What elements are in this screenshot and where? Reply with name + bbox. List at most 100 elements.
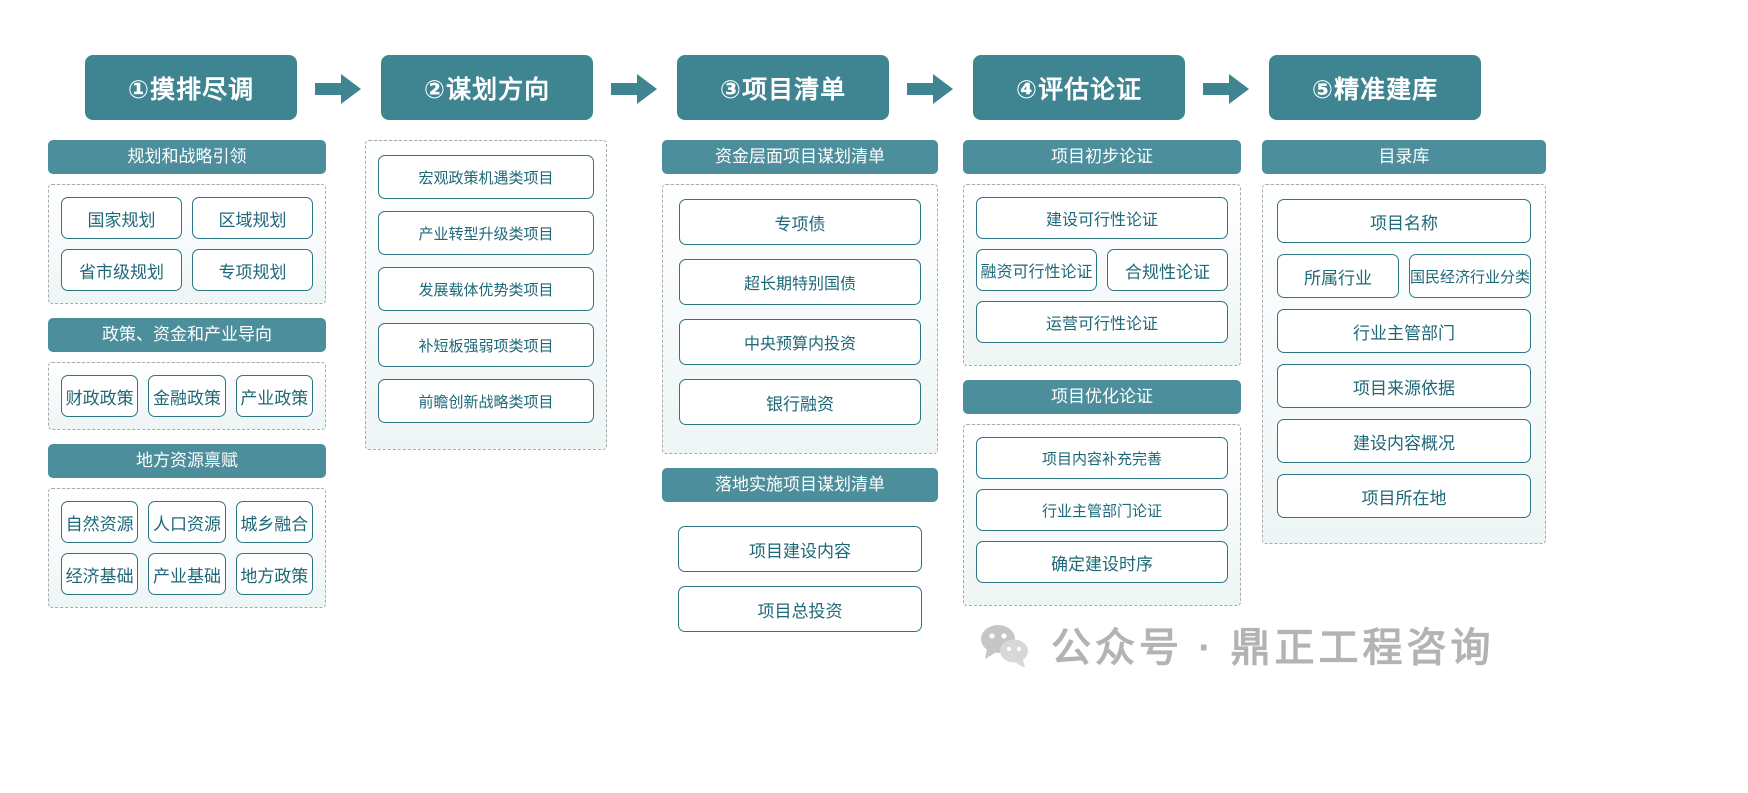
group-1-3: 地方资源禀赋自然资源人口资源城乡融合经济基础产业基础地方政策 <box>48 444 326 608</box>
item-box[interactable]: 确定建设时序 <box>976 541 1228 583</box>
group-body: 自然资源人口资源城乡融合经济基础产业基础地方政策 <box>48 488 326 608</box>
item-row: 运营可行性论证 <box>976 301 1228 343</box>
item-row: 项目名称 <box>1277 199 1531 243</box>
stage-header-5[interactable]: ⑤精准建库 <box>1269 55 1481 120</box>
item-box[interactable]: 省市级规划 <box>61 249 182 291</box>
item-box[interactable]: 项目内容补充完善 <box>976 437 1228 479</box>
group-body: 国家规划区域规划省市级规划专项规划 <box>48 184 326 304</box>
item-box[interactable]: 发展载体优势类项目 <box>378 267 594 311</box>
item-row: 产业转型升级类项目 <box>378 211 594 255</box>
group-4-2: 项目优化论证项目内容补充完善行业主管部门论证确定建设时序 <box>963 380 1241 606</box>
item-box[interactable]: 项目建设内容 <box>678 526 922 572</box>
group-body: 专项债超长期特别国债中央预算内投资银行融资 <box>662 184 938 454</box>
item-box[interactable]: 宏观政策机遇类项目 <box>378 155 594 199</box>
item-box[interactable]: 国民经济行业分类 <box>1408 254 1531 298</box>
stage-header-3[interactable]: ③项目清单 <box>677 55 889 120</box>
wechat-icon <box>975 615 1033 673</box>
item-row: 行业主管部门论证 <box>976 489 1228 531</box>
item-box[interactable]: 项目所在地 <box>1277 474 1531 518</box>
item-box[interactable]: 人口资源 <box>148 501 226 543</box>
item-box[interactable]: 所属行业 <box>1277 254 1399 298</box>
group-title[interactable]: 规划和战略引领 <box>48 140 326 174</box>
item-box[interactable]: 合规性论证 <box>1107 249 1228 291</box>
item-box[interactable]: 专项债 <box>679 199 921 245</box>
item-box[interactable]: 金融政策 <box>148 375 226 417</box>
item-row: 中央预算内投资 <box>679 319 921 365</box>
group-title[interactable]: 地方资源禀赋 <box>48 444 326 478</box>
item-row: 建设内容概况 <box>1277 419 1531 463</box>
item-box[interactable]: 建设内容概况 <box>1277 419 1531 463</box>
arrow-right-icon-1 <box>315 74 361 104</box>
item-box[interactable]: 项目来源依据 <box>1277 364 1531 408</box>
group-title[interactable]: 政策、资金和产业导向 <box>48 318 326 352</box>
group-3-2: 落地实施项目谋划清单项目建设内容项目总投资 <box>662 468 938 660</box>
group-4-1: 项目初步论证建设可行性论证融资可行性论证合规性论证运营可行性论证 <box>963 140 1241 366</box>
item-row: 行业主管部门 <box>1277 309 1531 353</box>
arrow-right-icon-4 <box>1203 74 1249 104</box>
group-1-1: 规划和战略引领国家规划区域规划省市级规划专项规划 <box>48 140 326 304</box>
item-row: 项目来源依据 <box>1277 364 1531 408</box>
item-row: 宏观政策机遇类项目 <box>378 155 594 199</box>
item-row: 银行融资 <box>679 379 921 425</box>
group-title[interactable]: 资金层面项目谋划清单 <box>662 140 938 174</box>
item-row: 国家规划区域规划 <box>61 197 313 239</box>
group-title[interactable]: 目录库 <box>1262 140 1546 174</box>
item-box[interactable]: 项目总投资 <box>678 586 922 632</box>
group-body: 项目名称所属行业国民经济行业分类行业主管部门项目来源依据建设内容概况项目所在地 <box>1262 184 1546 544</box>
stage-header-2[interactable]: ②谋划方向 <box>381 55 593 120</box>
stage-column-5: 目录库项目名称所属行业国民经济行业分类行业主管部门项目来源依据建设内容概况项目所… <box>1262 140 1546 558</box>
item-box[interactable]: 中央预算内投资 <box>679 319 921 365</box>
item-row: 项目所在地 <box>1277 474 1531 518</box>
arrow-right-icon-2 <box>611 74 657 104</box>
item-box[interactable]: 自然资源 <box>61 501 139 543</box>
item-box[interactable]: 项目名称 <box>1277 199 1531 243</box>
item-box[interactable]: 产业政策 <box>235 375 313 417</box>
group-5-1: 目录库项目名称所属行业国民经济行业分类行业主管部门项目来源依据建设内容概况项目所… <box>1262 140 1546 544</box>
group-title[interactable]: 项目初步论证 <box>963 140 1241 174</box>
group-body: 项目内容补充完善行业主管部门论证确定建设时序 <box>963 424 1241 606</box>
stage-column-4: 项目初步论证建设可行性论证融资可行性论证合规性论证运营可行性论证项目优化论证项目… <box>963 140 1241 620</box>
item-box[interactable]: 建设可行性论证 <box>976 197 1228 239</box>
group-2-1: 宏观政策机遇类项目产业转型升级类项目发展载体优势类项目补短板强弱项类项目前瞻创新… <box>365 140 607 450</box>
group-title[interactable]: 落地实施项目谋划清单 <box>662 468 938 502</box>
item-box[interactable]: 运营可行性论证 <box>976 301 1228 343</box>
item-box[interactable]: 行业主管部门 <box>1277 309 1531 353</box>
group-3-1: 资金层面项目谋划清单专项债超长期特别国债中央预算内投资银行融资 <box>662 140 938 454</box>
item-box[interactable]: 国家规划 <box>61 197 182 239</box>
stage-header-1[interactable]: ①摸排尽调 <box>85 55 297 120</box>
item-row: 发展载体优势类项目 <box>378 267 594 311</box>
item-row: 确定建设时序 <box>976 541 1228 583</box>
stage-column-1: 规划和战略引领国家规划区域规划省市级规划专项规划政策、资金和产业导向财政政策金融… <box>48 140 326 622</box>
watermark-text: 公众号 · 鼎正工程咨询 <box>1051 626 1495 670</box>
item-box[interactable]: 地方政策 <box>235 553 313 595</box>
item-row: 项目总投资 <box>678 586 922 632</box>
item-box[interactable]: 前瞻创新战略类项目 <box>378 379 594 423</box>
item-box[interactable]: 区域规划 <box>192 197 313 239</box>
stage-header-4[interactable]: ④评估论证 <box>973 55 1185 120</box>
item-row: 经济基础产业基础地方政策 <box>61 553 313 595</box>
item-box[interactable]: 补短板强弱项类项目 <box>378 323 594 367</box>
item-box[interactable]: 经济基础 <box>61 553 139 595</box>
item-row: 所属行业国民经济行业分类 <box>1277 254 1531 298</box>
item-box[interactable]: 产业转型升级类项目 <box>378 211 594 255</box>
group-body: 项目建设内容项目总投资 <box>662 512 938 660</box>
item-box[interactable]: 产业基础 <box>148 553 226 595</box>
item-box[interactable]: 专项规划 <box>192 249 313 291</box>
item-box[interactable]: 行业主管部门论证 <box>976 489 1228 531</box>
arrow-right-icon-3 <box>907 74 953 104</box>
group-1-2: 政策、资金和产业导向财政政策金融政策产业政策 <box>48 318 326 430</box>
group-body: 财政政策金融政策产业政策 <box>48 362 326 430</box>
item-row: 省市级规划专项规划 <box>61 249 313 291</box>
group-title[interactable]: 项目优化论证 <box>963 380 1241 414</box>
item-box[interactable]: 财政政策 <box>61 375 139 417</box>
item-row: 专项债 <box>679 199 921 245</box>
stage-column-3: 资金层面项目谋划清单专项债超长期特别国债中央预算内投资银行融资落地实施项目谋划清… <box>662 140 938 674</box>
item-box[interactable]: 城乡融合 <box>235 501 313 543</box>
item-box[interactable]: 银行融资 <box>679 379 921 425</box>
item-box[interactable]: 融资可行性论证 <box>976 249 1097 291</box>
item-box[interactable]: 超长期特别国债 <box>679 259 921 305</box>
item-row: 前瞻创新战略类项目 <box>378 379 594 423</box>
watermark: 公众号 · 鼎正工程咨询 <box>975 615 1495 673</box>
item-row: 财政政策金融政策产业政策 <box>61 375 313 417</box>
item-row: 超长期特别国债 <box>679 259 921 305</box>
